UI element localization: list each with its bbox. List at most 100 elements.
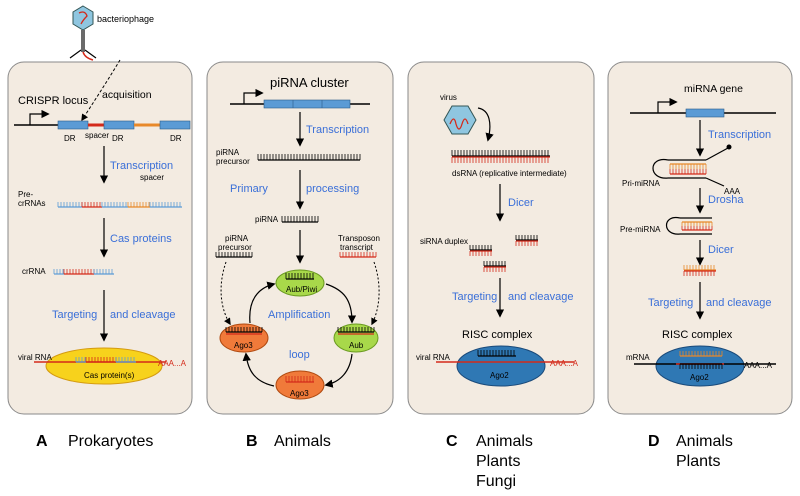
promoter-arrow	[243, 88, 264, 104]
ago3-label: Ago3	[290, 389, 309, 398]
poly-a-label: AAA...A	[744, 361, 773, 370]
bound-pirna	[285, 273, 314, 280]
loop-arrow	[324, 353, 353, 388]
caption-d: D Animals Plants	[648, 433, 733, 470]
aub-label: Aub	[349, 341, 364, 350]
pirna-precursor-label: piRNA	[216, 148, 240, 157]
pirna-cluster-label: piRNA cluster	[270, 75, 349, 90]
dicer-label: Dicer	[508, 197, 534, 209]
caption-letter: A	[36, 433, 48, 450]
ago3-protein	[275, 370, 325, 400]
poly-a-label: AAA	[724, 187, 741, 196]
amplification-label: Amplification	[268, 309, 330, 321]
acquisition-arrow	[81, 59, 121, 122]
cleavage-label: and cleavage	[706, 297, 771, 309]
pirna-label: piRNA	[255, 215, 279, 224]
panel-a-background	[7, 61, 193, 415]
dr-repeat	[103, 120, 135, 130]
pirna-strand	[281, 216, 319, 223]
dsrna-label: dsRNA (replicative intermediate)	[452, 169, 567, 178]
pirna-precursor-strand	[257, 154, 361, 161]
spacer-label: spacer	[140, 173, 164, 182]
caption-letter: C	[446, 433, 458, 450]
spacer-label: spacer	[85, 131, 109, 140]
cas-complex	[45, 347, 163, 385]
processing-label: processing	[306, 183, 359, 195]
pirna-cluster-gene	[263, 99, 351, 109]
panel-d-background	[607, 61, 793, 415]
acquisition-label: acquisition	[102, 89, 152, 101]
pre-crrnas-label: crRNAs	[18, 199, 46, 208]
dr-label: DR	[170, 134, 182, 143]
sirna-duplexes	[469, 235, 538, 272]
mrna-label: mRNA	[626, 353, 650, 362]
drosha-label: Drosha	[708, 194, 744, 206]
pri-mirna-hairpin	[652, 144, 732, 187]
poly-a-label: AAA...A	[158, 359, 187, 368]
panel-d: miRNA gene Transcription Pri-miRNA AAA D…	[620, 83, 776, 387]
bacteriophage-label: bacteriophage	[97, 14, 154, 24]
pirna-precursor-label: piRNA	[225, 234, 249, 243]
transcription-label: Transcription	[306, 124, 369, 136]
ago3-bound-rna	[225, 327, 263, 335]
caption-a: A Prokaryotes	[36, 433, 153, 450]
ago2-label: Ago2	[490, 371, 509, 380]
caption-line: Animals	[476, 433, 533, 450]
loop-label: loop	[289, 349, 310, 361]
dicer-label: Dicer	[708, 244, 734, 256]
pre-mirna-hairpin	[665, 217, 713, 235]
viral-rna-label: viral RNA	[416, 353, 450, 362]
cleavage-label: and cleavage	[508, 291, 573, 303]
caption-line: Animals	[274, 433, 331, 450]
pirna-precursor-strand	[215, 252, 253, 258]
poly-a-label: AAA...A	[550, 359, 579, 368]
caption-line: Animals	[676, 433, 733, 450]
ago2-protein	[456, 345, 546, 387]
targeting-label: Targeting	[52, 309, 97, 321]
caption-line: Plants	[476, 453, 520, 470]
caption-c: C Animals Plants Fungi	[446, 433, 533, 490]
crispr-locus-label: CRISPR locus	[18, 95, 89, 107]
bacteriophage-icon	[69, 5, 97, 61]
caption-line: Plants	[676, 453, 720, 470]
caption-letter: B	[246, 433, 258, 450]
panel-c: virus dsRNA (replicative intermediate) D…	[416, 93, 579, 387]
targeting-label: Targeting	[452, 291, 497, 303]
promoter-arrow	[657, 97, 678, 113]
risc-complex-label: RISC complex	[462, 329, 533, 341]
transposon-strand	[339, 252, 377, 258]
pirna-precursor-label: precursor	[216, 157, 250, 166]
aub-protein	[333, 323, 379, 353]
pre-crrna-strand	[57, 202, 182, 208]
replication-arrow	[477, 107, 494, 142]
transposon-label: transcript	[340, 243, 374, 252]
aub-bound-rna	[337, 327, 375, 335]
dr-repeat	[57, 120, 89, 130]
loop-arrow	[249, 281, 276, 324]
pre-crrnas-label: Pre-	[18, 190, 33, 199]
targeting-label: Targeting	[648, 297, 693, 309]
bound-sirna	[477, 350, 516, 357]
dsrna-strand	[451, 150, 550, 163]
mirna-gene-box	[685, 108, 725, 118]
caption-letter: D	[648, 433, 660, 450]
loop-arrow	[242, 352, 275, 387]
caption-b: B Animals	[246, 433, 331, 450]
dr-label: DR	[64, 134, 76, 143]
dr-repeat	[159, 120, 191, 130]
mirna-duplex	[683, 265, 716, 276]
mirna-gene-label: miRNA gene	[684, 83, 743, 95]
transposon-label: Transposon	[338, 234, 380, 243]
ago3-label: Ago3	[234, 341, 253, 350]
pri-mirna-label: Pri-miRNA	[622, 179, 660, 188]
dr-label: DR	[112, 134, 124, 143]
panel-c-background	[407, 61, 595, 415]
cleavage-label: and cleavage	[110, 309, 175, 321]
ago2-label: Ago2	[690, 373, 709, 382]
cas-proteins-label: Cas proteins	[110, 233, 172, 245]
pirna-precursor-label: precursor	[218, 243, 252, 252]
caption-line: Prokaryotes	[68, 433, 153, 450]
caption-line: Fungi	[476, 473, 516, 490]
viral-rna-label: viral RNA	[18, 353, 52, 362]
